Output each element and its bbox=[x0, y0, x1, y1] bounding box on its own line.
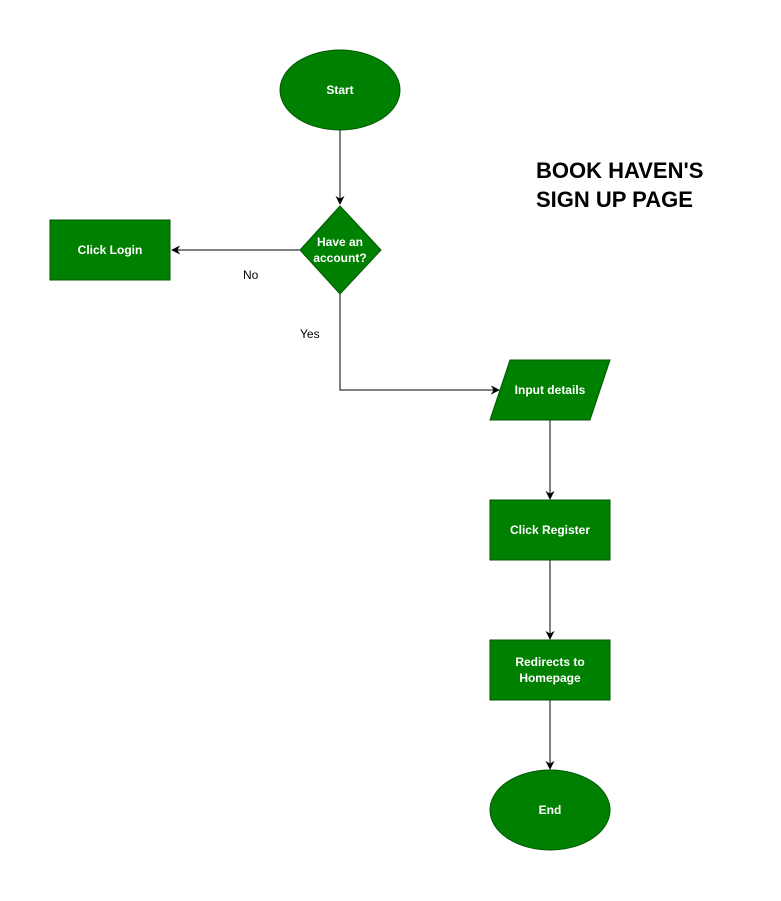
title-line-2: SIGN UP PAGE bbox=[536, 187, 693, 212]
decision-label-line2: account? bbox=[313, 251, 366, 265]
decision-diamond-shape bbox=[299, 205, 382, 295]
node-login: Click Login bbox=[49, 219, 171, 281]
edge-label-no: No bbox=[243, 268, 259, 282]
decision-label-line1: Have an bbox=[317, 235, 363, 249]
node-start: Start bbox=[279, 49, 401, 131]
node-input: Input details bbox=[489, 359, 611, 421]
diagram-title: BOOK HAVEN'S SIGN UP PAGE bbox=[536, 156, 776, 214]
start-terminal-shape bbox=[279, 49, 401, 131]
edge-decision-to-input bbox=[339, 294, 500, 395]
node-register: Click Register bbox=[489, 499, 611, 561]
edge-label-yes: Yes bbox=[300, 327, 320, 341]
redirect-process-shape bbox=[489, 639, 611, 701]
start-label: Start bbox=[326, 83, 353, 97]
end-terminal-shape bbox=[489, 769, 611, 851]
redirect-label-line2: Homepage bbox=[519, 671, 581, 685]
node-end: End bbox=[489, 769, 611, 851]
end-label: End bbox=[539, 803, 562, 817]
register-label: Click Register bbox=[510, 523, 590, 537]
input-data-shape bbox=[489, 359, 611, 421]
edges: No Yes bbox=[171, 130, 555, 770]
node-redirect: Redirects to Homepage bbox=[489, 639, 611, 701]
login-label: Click Login bbox=[78, 243, 143, 257]
login-process-shape bbox=[49, 219, 171, 281]
register-process-shape bbox=[489, 499, 611, 561]
redirect-label-line1: Redirects to bbox=[515, 655, 584, 669]
node-decision: Have an account? bbox=[299, 205, 382, 295]
title-line-1: BOOK HAVEN'S bbox=[536, 158, 704, 183]
input-label: Input details bbox=[515, 383, 586, 397]
